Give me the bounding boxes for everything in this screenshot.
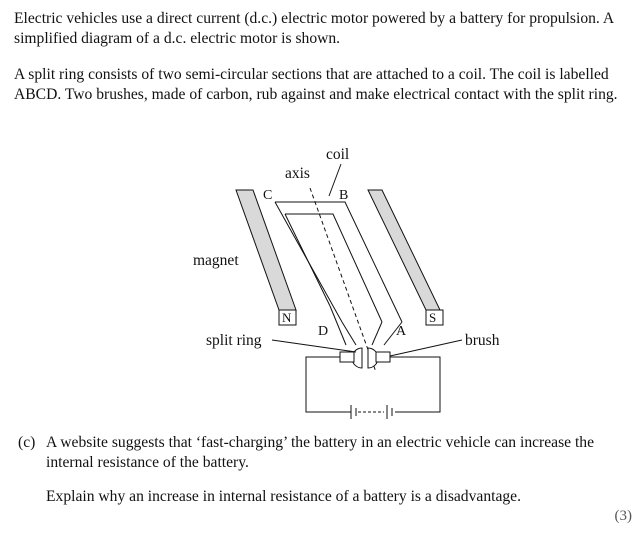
coil-abcd	[274, 201, 403, 346]
label-a: A	[396, 324, 407, 339]
label-axis: axis	[285, 165, 310, 182]
question-part-label: (c)	[18, 434, 36, 451]
coil-leader	[328, 163, 342, 197]
battery-symbol	[350, 405, 393, 419]
split-ring-leader	[271, 339, 357, 353]
split-ring	[351, 347, 379, 369]
question-instruction: Explain why an increase in internal resi…	[46, 488, 521, 505]
label-d: D	[318, 324, 328, 339]
magnet-s-box	[425, 309, 444, 326]
axis-line	[309, 187, 377, 373]
label-brush: brush	[465, 332, 500, 349]
left-magnet	[235, 189, 297, 311]
label-magnet: magnet	[193, 252, 239, 269]
magnet-n-box	[278, 309, 297, 326]
question-text: A website suggests that ‘fast-charging’ …	[46, 434, 595, 471]
external-circuit	[305, 356, 441, 413]
intro-paragraph-2: A split ring consists of two semi-circul…	[14, 66, 618, 103]
label-coil: coil	[326, 146, 349, 163]
right-brush	[375, 351, 391, 363]
label-split-ring: split ring	[206, 332, 262, 349]
intro-paragraph-1: Electric vehicles use a direct current (…	[14, 10, 614, 47]
right-magnet	[367, 189, 441, 311]
label-n: N	[282, 310, 292, 325]
label-b: B	[339, 188, 348, 203]
left-brush	[339, 351, 355, 363]
brush-leader	[389, 339, 463, 357]
question-marks: (3)	[614, 508, 633, 524]
label-s: S	[429, 310, 436, 325]
label-c: C	[263, 188, 272, 203]
